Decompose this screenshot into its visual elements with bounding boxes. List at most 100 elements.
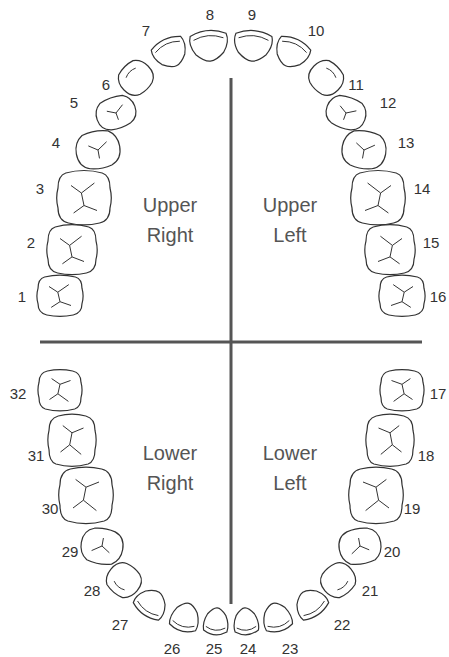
label-slot: Upper Right: [130, 190, 210, 250]
tooth-number: 32: [10, 386, 27, 401]
label-slot: Lower Right: [130, 438, 210, 498]
tooth: [379, 275, 425, 316]
tooth-number: 2: [27, 235, 35, 250]
tooth: [336, 525, 384, 567]
tooth: [365, 225, 415, 275]
tooth: [339, 127, 389, 172]
label-slot: 19: [404, 501, 421, 516]
tooth-number: 19: [404, 501, 421, 516]
label-slot: 21: [362, 583, 379, 598]
tooth: [290, 583, 332, 624]
tooth-number: 26: [164, 641, 181, 656]
label-slot: 24: [240, 641, 257, 656]
tooth-number: 22: [334, 617, 351, 632]
tooth: [351, 171, 406, 225]
label-slot: 2: [27, 235, 35, 250]
tooth-number: 15: [423, 235, 440, 250]
label-slot: Lower Left: [250, 438, 330, 498]
tooth: [113, 55, 159, 101]
tooth-number: 14: [414, 181, 431, 196]
tooth-number: 23: [282, 641, 299, 656]
tooth: [233, 607, 260, 636]
label-slot: 3: [36, 181, 44, 196]
label-slot: 22: [334, 617, 351, 632]
tooth: [92, 91, 140, 134]
tooth-number: 16: [430, 289, 447, 304]
label-slot: 6: [102, 77, 110, 92]
tooth: [303, 55, 349, 101]
tooth-number: 29: [62, 544, 79, 559]
tooth-number: 9: [248, 7, 256, 22]
label-slot: 4: [52, 135, 60, 150]
tooth-number: 21: [362, 583, 379, 598]
tooth-number: 30: [42, 501, 59, 516]
quadrant-divider: [40, 341, 422, 344]
tooth: [270, 32, 313, 72]
label-slot: 16: [430, 289, 447, 304]
label-slot: 25: [206, 641, 223, 656]
tooth-number: 25: [206, 641, 223, 656]
label-slot: 26: [164, 641, 181, 656]
tooth: [349, 467, 404, 524]
tooth-number: 11: [348, 77, 364, 92]
tooth: [47, 225, 97, 275]
label-slot: 23: [282, 641, 299, 656]
label-slot: 18: [418, 448, 435, 463]
tooth-number: 31: [28, 448, 45, 463]
tooth: [203, 607, 230, 636]
label-slot: 10: [308, 23, 325, 38]
tooth: [38, 370, 82, 411]
tooth: [59, 467, 114, 524]
tooth: [233, 29, 273, 63]
tooth-number: 6: [102, 77, 110, 92]
label-slot: 8: [206, 7, 214, 22]
label-slot: Upper Left: [250, 190, 330, 250]
tooth: [48, 414, 96, 466]
tooth: [37, 275, 83, 316]
tooth-number: 27: [112, 617, 129, 632]
label-slot: 7: [142, 23, 150, 38]
label-slot: 31: [28, 448, 45, 463]
label-slot: 32: [10, 386, 27, 401]
label-slot: 28: [84, 583, 101, 598]
tooth-number: 12: [380, 95, 397, 110]
label-slot: 12: [380, 95, 397, 110]
tooth: [78, 525, 126, 567]
tooth-number: 8: [206, 7, 214, 22]
tooth: [366, 414, 414, 466]
tooth: [259, 600, 294, 635]
label-slot: 1: [18, 289, 26, 304]
tooth-number: 20: [384, 544, 401, 559]
label-slot: 27: [112, 617, 129, 632]
label-slot: 20: [384, 544, 401, 559]
label-slot: 17: [430, 386, 447, 401]
tooth-number: 4: [52, 135, 60, 150]
label-slot: 13: [398, 135, 415, 150]
label-slot: 9: [248, 7, 256, 22]
tooth-number: 24: [240, 641, 257, 656]
tooth-number: 18: [418, 448, 435, 463]
label-slot: 30: [42, 501, 59, 516]
label-slot: 15: [423, 235, 440, 250]
tooth: [168, 600, 203, 635]
tooth: [73, 127, 123, 172]
tooth-number: 13: [398, 135, 415, 150]
label-slot: 5: [70, 95, 78, 110]
quadrant-label: Upper Right: [130, 190, 210, 250]
label-slot: 14: [414, 181, 431, 196]
tooth: [189, 29, 229, 63]
quadrant-label: Lower Right: [130, 438, 210, 498]
tooth: [149, 32, 192, 72]
tooth: [57, 171, 112, 225]
tooth: [322, 91, 370, 134]
quadrant-label: Upper Left: [250, 190, 330, 250]
quadrant-label: Lower Left: [250, 438, 330, 498]
tooth: [380, 370, 424, 411]
tooth-number: 7: [142, 23, 150, 38]
tooth-number: 28: [84, 583, 101, 598]
label-slot: 11: [348, 77, 364, 92]
tooth-number: 3: [36, 181, 44, 196]
tooth-number: 1: [18, 289, 26, 304]
tooth-number: 10: [308, 23, 325, 38]
